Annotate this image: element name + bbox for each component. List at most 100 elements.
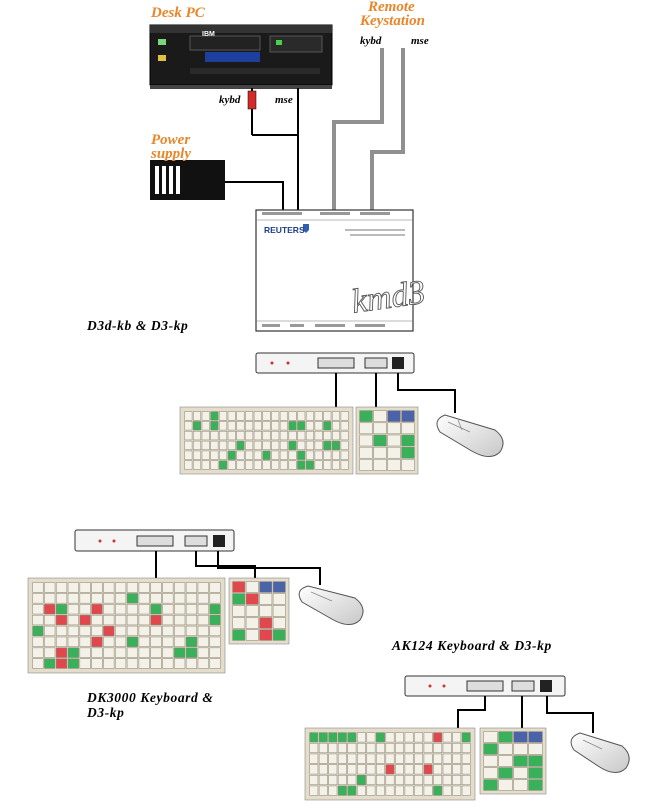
key [331,450,340,460]
key [279,450,288,460]
key [318,785,328,796]
key [115,582,127,593]
key [150,658,162,669]
key [201,440,210,450]
key [288,450,297,460]
key [55,658,68,669]
key [79,593,91,604]
key [404,753,414,764]
key [185,647,198,658]
key [395,764,404,775]
key [185,593,198,604]
keypad-key [498,767,513,779]
key [271,450,280,460]
key [442,732,452,743]
key [115,647,127,658]
key [318,743,328,753]
key [262,411,271,421]
remote-label-line1: Remote [368,0,415,15]
key [162,647,174,658]
key [67,647,79,658]
key [91,647,103,658]
key [162,658,174,669]
key [376,775,385,785]
key [138,636,150,647]
key [305,431,314,441]
key [219,440,228,450]
keypad-key [483,779,498,791]
key [201,411,210,421]
key [138,625,150,637]
key [340,460,349,470]
key [126,658,138,669]
key [174,604,186,615]
key [227,421,236,431]
key [452,775,462,785]
key [414,732,424,743]
keypad-key [528,743,543,755]
key [138,604,150,615]
key [245,450,254,460]
key [376,732,385,743]
key [162,614,174,626]
key [209,604,221,615]
interface-box-2 [74,529,235,552]
key [79,614,91,626]
keypad-key [232,593,246,605]
key [150,647,162,658]
key [44,625,56,637]
keypad-key [359,459,373,471]
key [452,785,462,796]
caption-ak124: AK124 Keyboard & D3-kp [392,638,552,653]
key [44,636,56,647]
keypad-key [259,593,273,605]
key [404,764,414,775]
key [423,743,433,753]
key [174,582,186,593]
keypad-key [245,605,259,617]
key [305,460,314,470]
key [253,440,262,450]
key [414,785,424,796]
key [126,604,138,615]
keypad-key [245,629,259,641]
key [79,658,91,669]
key [452,732,462,743]
key [279,440,288,450]
key [314,421,323,431]
key [67,593,79,604]
key [197,593,209,604]
keypad-key [259,605,273,617]
key [126,582,138,593]
key [376,743,385,753]
key [314,450,323,460]
key [209,582,221,593]
keypad-key [359,446,373,459]
keypad-key [498,743,513,755]
ak124-keyboard [304,727,476,801]
key [288,431,297,441]
key [91,604,103,615]
key [356,743,366,753]
key [433,732,443,743]
keypad-key [387,446,401,459]
key [193,411,202,421]
key [404,785,414,796]
key [366,753,376,764]
key [452,753,462,764]
key [79,625,91,637]
key [404,775,414,785]
key [245,440,254,450]
key [197,582,209,593]
keypad-key [359,434,373,447]
key [55,593,68,604]
key [318,753,328,764]
d3d-keyboard [179,406,354,475]
keypad-key [272,617,286,629]
key [32,593,44,604]
key [337,753,347,764]
keypad-key [498,731,513,743]
key [185,625,198,637]
key [193,440,202,450]
